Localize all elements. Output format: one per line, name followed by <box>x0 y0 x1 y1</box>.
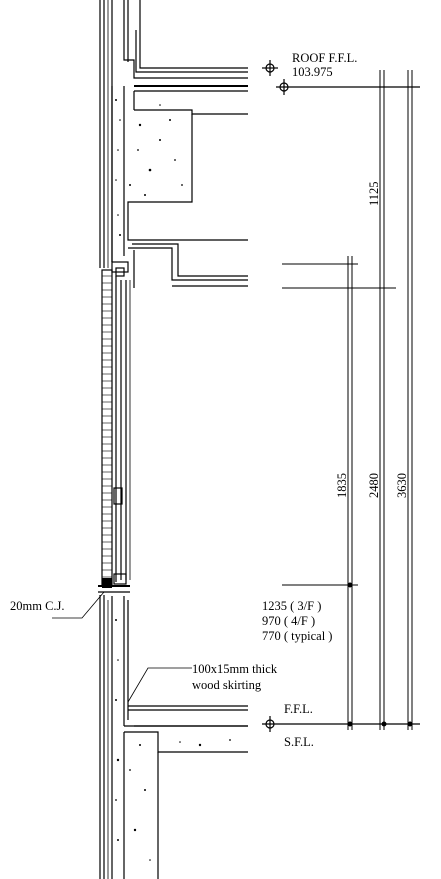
roof-parapet <box>111 0 248 288</box>
level-marker-floor <box>262 716 420 732</box>
dimension-3630: 3630 <box>395 473 409 498</box>
extension-lines <box>282 263 396 586</box>
dimension-lines <box>347 70 413 730</box>
external-wall <box>99 0 113 879</box>
sill-height-3f: 1235 ( 3/F ) <box>262 599 321 613</box>
sill-height-4f: 970 ( 4/F ) <box>262 614 315 628</box>
roof-level-label: 103.975 <box>292 65 333 79</box>
window-frame <box>98 261 131 593</box>
skirting-label-line2: wood skirting <box>192 678 262 692</box>
dimension-2480: 2480 <box>367 473 381 498</box>
roof-ffl-label: ROOF F.F.L. <box>292 51 357 65</box>
wall-cladding <box>101 269 113 588</box>
concrete-hatch-lower <box>115 619 231 861</box>
lower-slab <box>111 596 248 879</box>
ffl-label: F.F.L. <box>284 702 313 716</box>
sill-height-typical: 770 ( typical ) <box>262 629 332 643</box>
skirting-label-line1: 100x15mm thick <box>192 662 278 676</box>
dimension-1835: 1835 <box>335 473 349 498</box>
sfl-label: S.F.L. <box>284 735 314 749</box>
concrete-hatch-roof <box>115 99 183 236</box>
dimension-1125: 1125 <box>367 181 381 206</box>
leader-lines <box>52 591 192 703</box>
cj-label: 20mm C.J. <box>10 599 65 613</box>
level-marker-roof <box>262 60 420 95</box>
